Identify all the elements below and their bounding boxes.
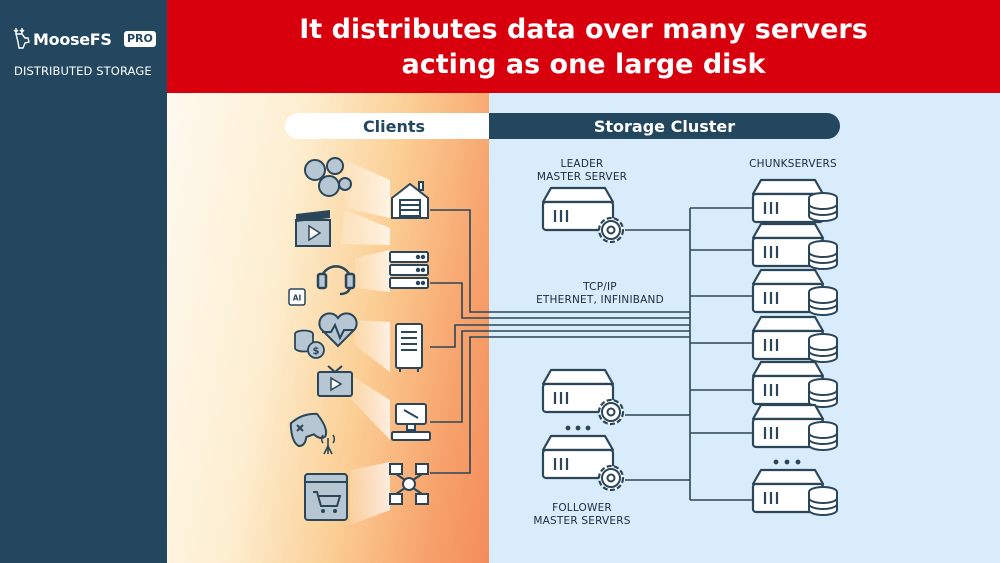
chunkserver [751,315,838,363]
server-tower-device [395,323,423,372]
logo: MooseFS PRO DISTRIBUTED STORAGE [0,0,167,92]
ai-chip-icon: AI [288,288,306,306]
leader-label-line1: LEADER [560,158,604,170]
ai-chip-label: AI [293,294,302,303]
chunkserver [751,360,838,408]
brand-badge: PRO [124,31,156,47]
follower-label-line2: MASTER SERVERS [533,515,631,527]
network-lines [430,207,755,501]
sidebar: MooseFS PRO DISTRIBUTED STORAGE [0,0,167,563]
leader-label: LEADER MASTER SERVER [532,158,632,184]
chunkserver [751,468,838,516]
clients-header: Clients [285,113,503,139]
follower-label-line1: FOLLOWER [552,502,612,514]
storage-panel [489,93,1000,563]
network-label-line1: TCP/IP [583,281,617,293]
network-label-line2: ETHERNET, INFINIBAND [536,294,664,306]
chunkservers-label: CHUNKSERVERS [749,158,837,170]
server-rack-device [389,251,429,289]
chunkserver [751,403,838,451]
network-label: TCP/IP ETHERNET, INFINIBAND [520,281,680,307]
leader-master-server [541,186,625,244]
storage-cluster-header: Storage Cluster [489,113,840,139]
gamepad-icon [289,412,328,448]
antenna-icon [320,434,336,455]
follower-master-server [541,368,625,426]
workstation-device [391,403,431,441]
network-device [389,463,429,505]
brand-subtitle: DISTRIBUTED STORAGE [14,64,152,78]
follower-label: FOLLOWER MASTER SERVERS [522,502,642,528]
health-heart-icon [318,312,358,348]
client-beams [340,160,390,525]
ellipsis-chunkservers [773,459,801,465]
social-media-icon [304,157,352,197]
finance-coins-icon: $ [294,329,325,359]
moose-logo-icon [13,28,30,49]
house-device [391,181,429,219]
svg-text:$: $ [313,346,320,357]
chunkservers [751,178,838,516]
ellipsis-masters [565,425,591,431]
brand-name: MooseFS [33,30,112,49]
shopping-cart-browser-icon [304,473,348,521]
headset-icon [316,265,356,296]
video-clapper-icon [295,210,331,247]
chunkserver [751,268,838,316]
chunkserver [751,222,838,270]
title-bar: It distributes data over many servers ac… [167,0,1000,93]
tv-play-icon [317,365,353,397]
leader-label-line2: MASTER SERVER [536,171,628,183]
follower-master-server [541,434,625,492]
chunkserver [751,178,838,224]
page-title: It distributes data over many servers ac… [299,13,868,80]
